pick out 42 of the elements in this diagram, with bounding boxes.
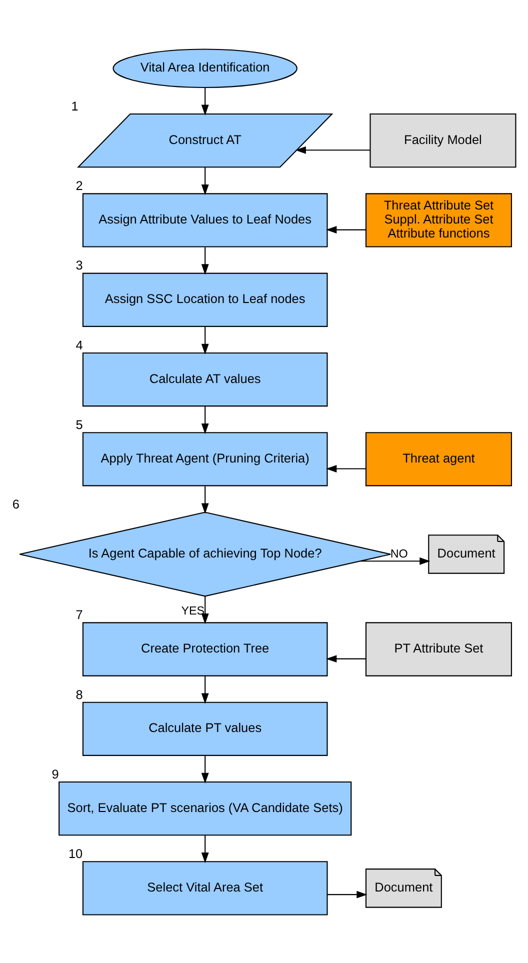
node-label: 4 — [76, 336, 83, 352]
arrow — [201, 755, 209, 783]
arrow — [326, 464, 366, 472]
node-label: 9 — [52, 766, 59, 781]
arrow — [201, 406, 209, 434]
edge-label: NO — [390, 547, 408, 560]
node-label: 3 — [76, 257, 83, 272]
arrow — [201, 326, 209, 354]
node-box: Assign Attribute Values to Leaf Nodes — [82, 192, 328, 247]
arrow — [326, 654, 366, 662]
node-box: Facility Model — [370, 113, 516, 168]
arrow — [326, 226, 366, 233]
node-label: 7 — [76, 606, 83, 622]
node-box: Calculate AT values — [82, 352, 328, 406]
node-label: 10 — [68, 846, 83, 861]
node-label: 8 — [76, 686, 83, 702]
node-box: Apply Threat Agent (Pruning Criteria) — [82, 432, 328, 486]
node-label: 1 — [71, 98, 78, 113]
node-box: PT Attribute Set — [365, 622, 512, 676]
node-box: Assign SSC Location to Leaf nodes — [82, 272, 328, 326]
arrow — [201, 87, 209, 115]
node-box: Calculate PT values — [82, 701, 328, 756]
node-label: 6 — [12, 496, 20, 512]
arrow — [201, 246, 209, 274]
node-diamond: Is Agent Capable of achieving Top Node? — [19, 511, 392, 596]
arrow — [201, 835, 209, 863]
node-box: Sort, Evaluate PT scenarios (VA Candidate Sets) — [58, 780, 352, 836]
node-box: Threat Attribute Set Suppl. Attribute Set Attribute functions — [365, 192, 512, 247]
arrow — [295, 146, 370, 154]
node-ellipse: Vital Area Identification — [112, 48, 298, 88]
arrow — [201, 596, 209, 624]
edge-label: YES — [181, 604, 205, 617]
arrow — [201, 676, 209, 704]
node-label: 5 — [76, 416, 83, 432]
node-box: Threat agent — [365, 432, 512, 486]
node-label: 2 — [76, 178, 83, 193]
arrow — [360, 556, 430, 564]
node-box: Select Vital Area Set — [82, 860, 328, 915]
arrow — [201, 486, 209, 514]
node-box: Create Protection Tree — [82, 622, 328, 676]
arrow — [201, 167, 209, 195]
arrow — [327, 890, 368, 898]
